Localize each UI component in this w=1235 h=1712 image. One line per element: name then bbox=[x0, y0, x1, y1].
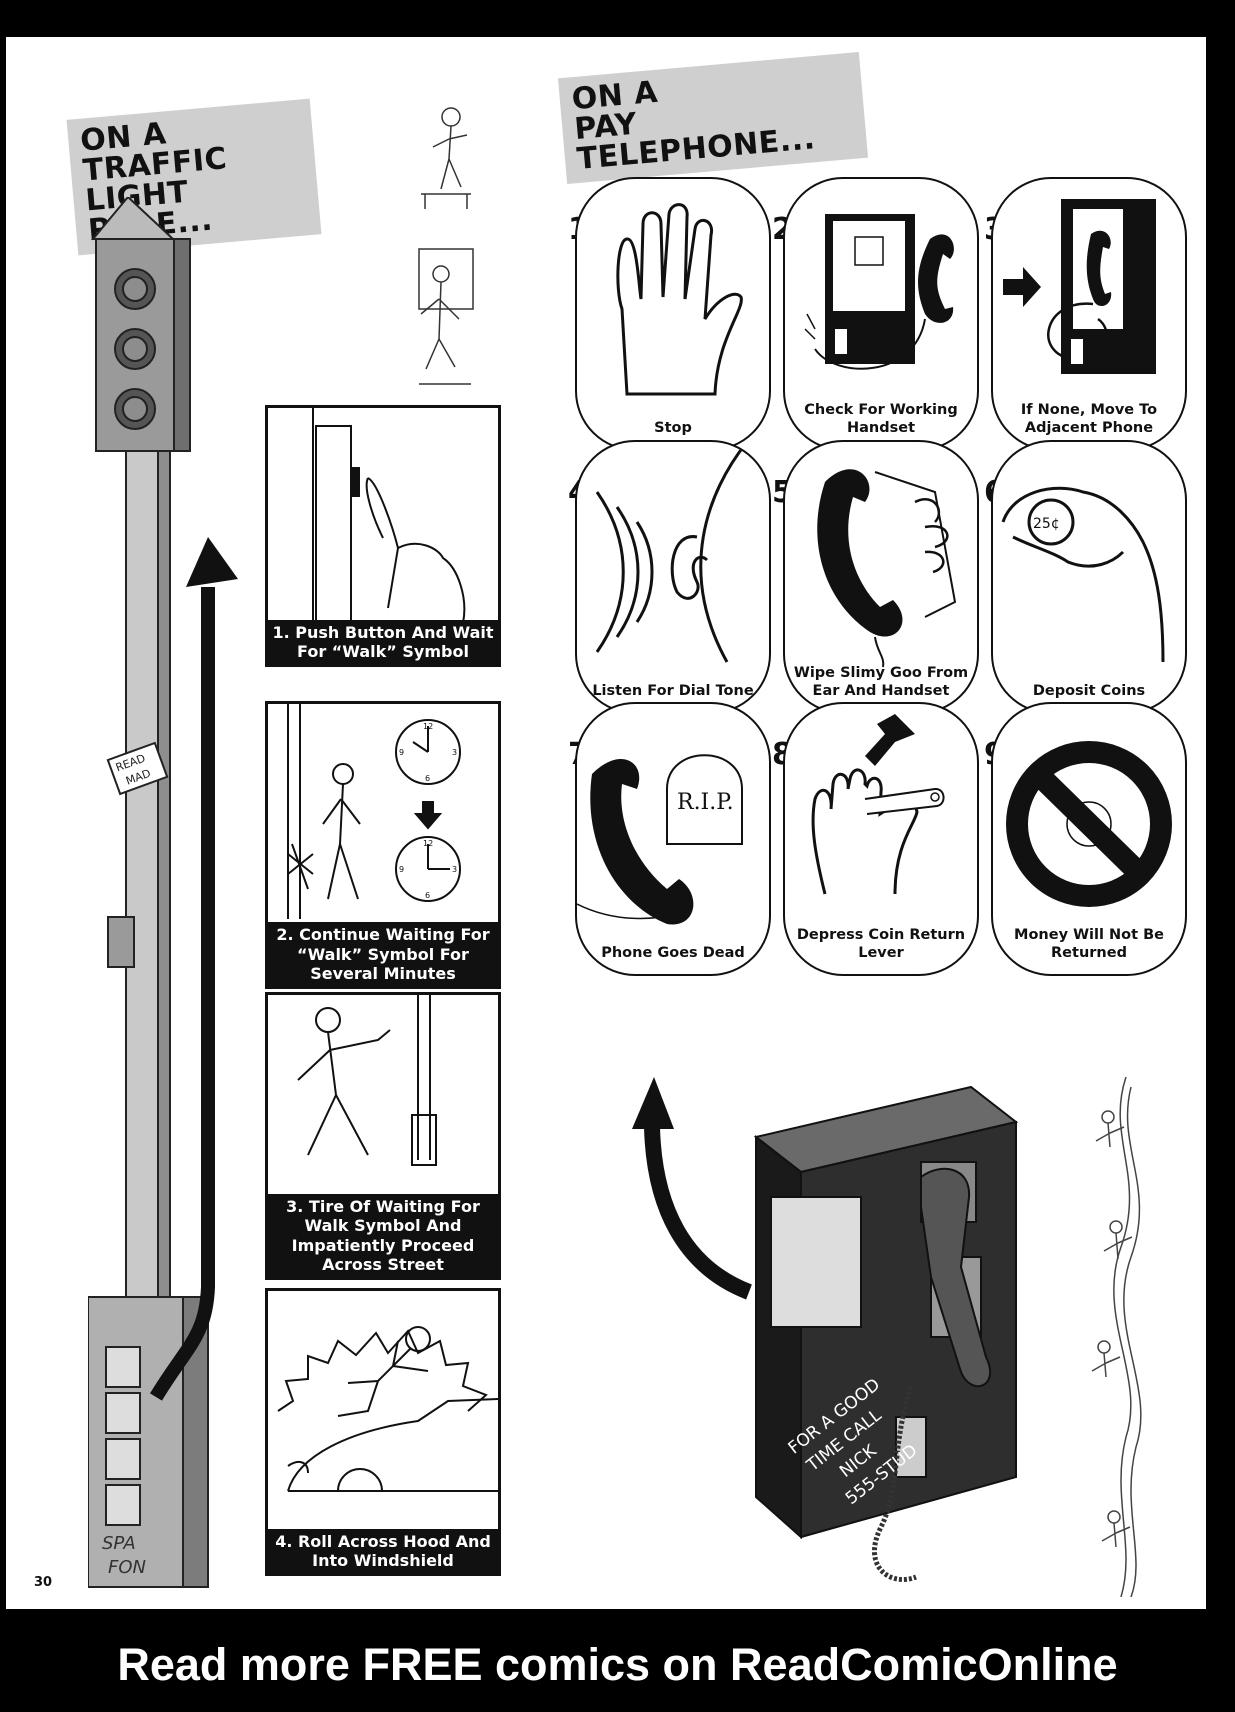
traffic-step-2: 12 3 6 9 12 3 6 9 2. Continue Waiting Fo… bbox=[265, 701, 501, 989]
traffic-step-3: 3. Tire Of Waiting For Walk Symbol And I… bbox=[265, 992, 501, 1280]
phone-step-5: Wipe Slimy Goo From Ear And Handset bbox=[783, 440, 979, 714]
step-caption: Phone Goes Dead bbox=[601, 944, 745, 961]
push-button-illustration bbox=[312, 408, 466, 623]
step-caption: Money Will Not Be Returned bbox=[1014, 927, 1164, 961]
coin-return-icon bbox=[811, 714, 945, 895]
payphone-check-icon bbox=[804, 214, 954, 370]
adjacent-phone-icon bbox=[1003, 199, 1156, 374]
step-caption: Wipe Slimy Goo From Ear And Handset bbox=[793, 665, 969, 699]
crossing-illustration bbox=[297, 995, 437, 1166]
car-accident-illustration bbox=[277, 1326, 498, 1492]
waiting-illustration: 12 3 6 9 12 3 6 9 bbox=[287, 704, 461, 919]
clock-number: 12 bbox=[423, 839, 433, 848]
payphone-illustration: FOR A GOOD TIME CALL NICK 555-STUD bbox=[753, 1085, 1019, 1583]
step-caption: 3. Tire Of Waiting For Walk Symbol And I… bbox=[268, 1194, 498, 1277]
step-caption: If None, Move To Adjacent Phone bbox=[1020, 402, 1158, 436]
margin-doodle-top bbox=[418, 107, 474, 385]
phone-step-6: 25¢ Deposit Coins bbox=[991, 440, 1187, 714]
phone-step-9: Money Will Not Be Returned bbox=[991, 702, 1187, 976]
traffic-step-1: 1. Push Button And Wait For “Walk” Symbo… bbox=[265, 405, 501, 667]
traffic-step-4: 4. Roll Across Hood And Into Windshield bbox=[265, 1288, 501, 1576]
clock-number: 6 bbox=[425, 891, 430, 900]
page-number: 30 bbox=[34, 1575, 53, 1590]
step-caption: Deposit Coins bbox=[1032, 682, 1146, 699]
margin-doodle-right bbox=[1091, 1077, 1142, 1597]
step-caption: 1. Push Button And Wait For “Walk” Symbo… bbox=[268, 619, 498, 664]
phone-step-3: If None, Move To Adjacent Phone bbox=[991, 177, 1187, 451]
phone-step-8: Depress Coin Return Lever bbox=[783, 702, 979, 976]
phone-step-2: Check For Working Handset bbox=[783, 177, 979, 451]
phone-step-7: R.I.P. Phone Goes Dead bbox=[575, 702, 771, 976]
step-caption: Depress Coin Return Lever bbox=[796, 927, 966, 961]
clock-number: 12 bbox=[423, 722, 433, 731]
arrow-up-left bbox=[149, 537, 238, 1401]
step-caption: Check For Working Handset bbox=[804, 402, 958, 436]
dead-phone-icon: R.I.P. bbox=[577, 754, 743, 925]
clock-number: 9 bbox=[399, 865, 404, 874]
footer-banner: Read more FREE comics on ReadComicOnline bbox=[117, 1639, 1118, 1690]
step-caption: 4. Roll Across Hood And Into Windshield bbox=[268, 1528, 498, 1573]
phone-step-4: Listen For Dial Tone bbox=[575, 440, 771, 714]
wipe-handset-icon bbox=[817, 469, 957, 668]
clock-number: 6 bbox=[425, 774, 430, 783]
clock-number: 9 bbox=[399, 748, 404, 757]
tombstone-label: R.I.P. bbox=[677, 790, 734, 815]
phone-step-1: Stop bbox=[575, 177, 771, 451]
clock-number: 3 bbox=[452, 865, 457, 874]
ear-dial-tone-icon bbox=[595, 442, 749, 663]
hand-stop-icon bbox=[616, 203, 743, 396]
pole-graffiti: FON bbox=[108, 1557, 146, 1578]
no-money-icon bbox=[1006, 741, 1172, 907]
step-caption: Stop bbox=[654, 419, 692, 436]
pay-telephone-banner: ON A PAY TELEPHONE... bbox=[557, 52, 869, 184]
coin-label: 25¢ bbox=[1033, 516, 1060, 532]
comic-page: ON A TRAFFIC LIGHT POLE... ON A PAY TELE… bbox=[6, 37, 1206, 1609]
step-caption: 2. Continue Waiting For “Walk” Symbol Fo… bbox=[268, 922, 498, 986]
arrow-up-right bbox=[632, 1077, 753, 1300]
clock-number: 3 bbox=[452, 748, 457, 757]
pole-graffiti: SPA bbox=[102, 1533, 136, 1554]
deposit-coin-icon: 25¢ bbox=[1001, 486, 1165, 663]
step-caption: Listen For Dial Tone bbox=[592, 682, 754, 699]
